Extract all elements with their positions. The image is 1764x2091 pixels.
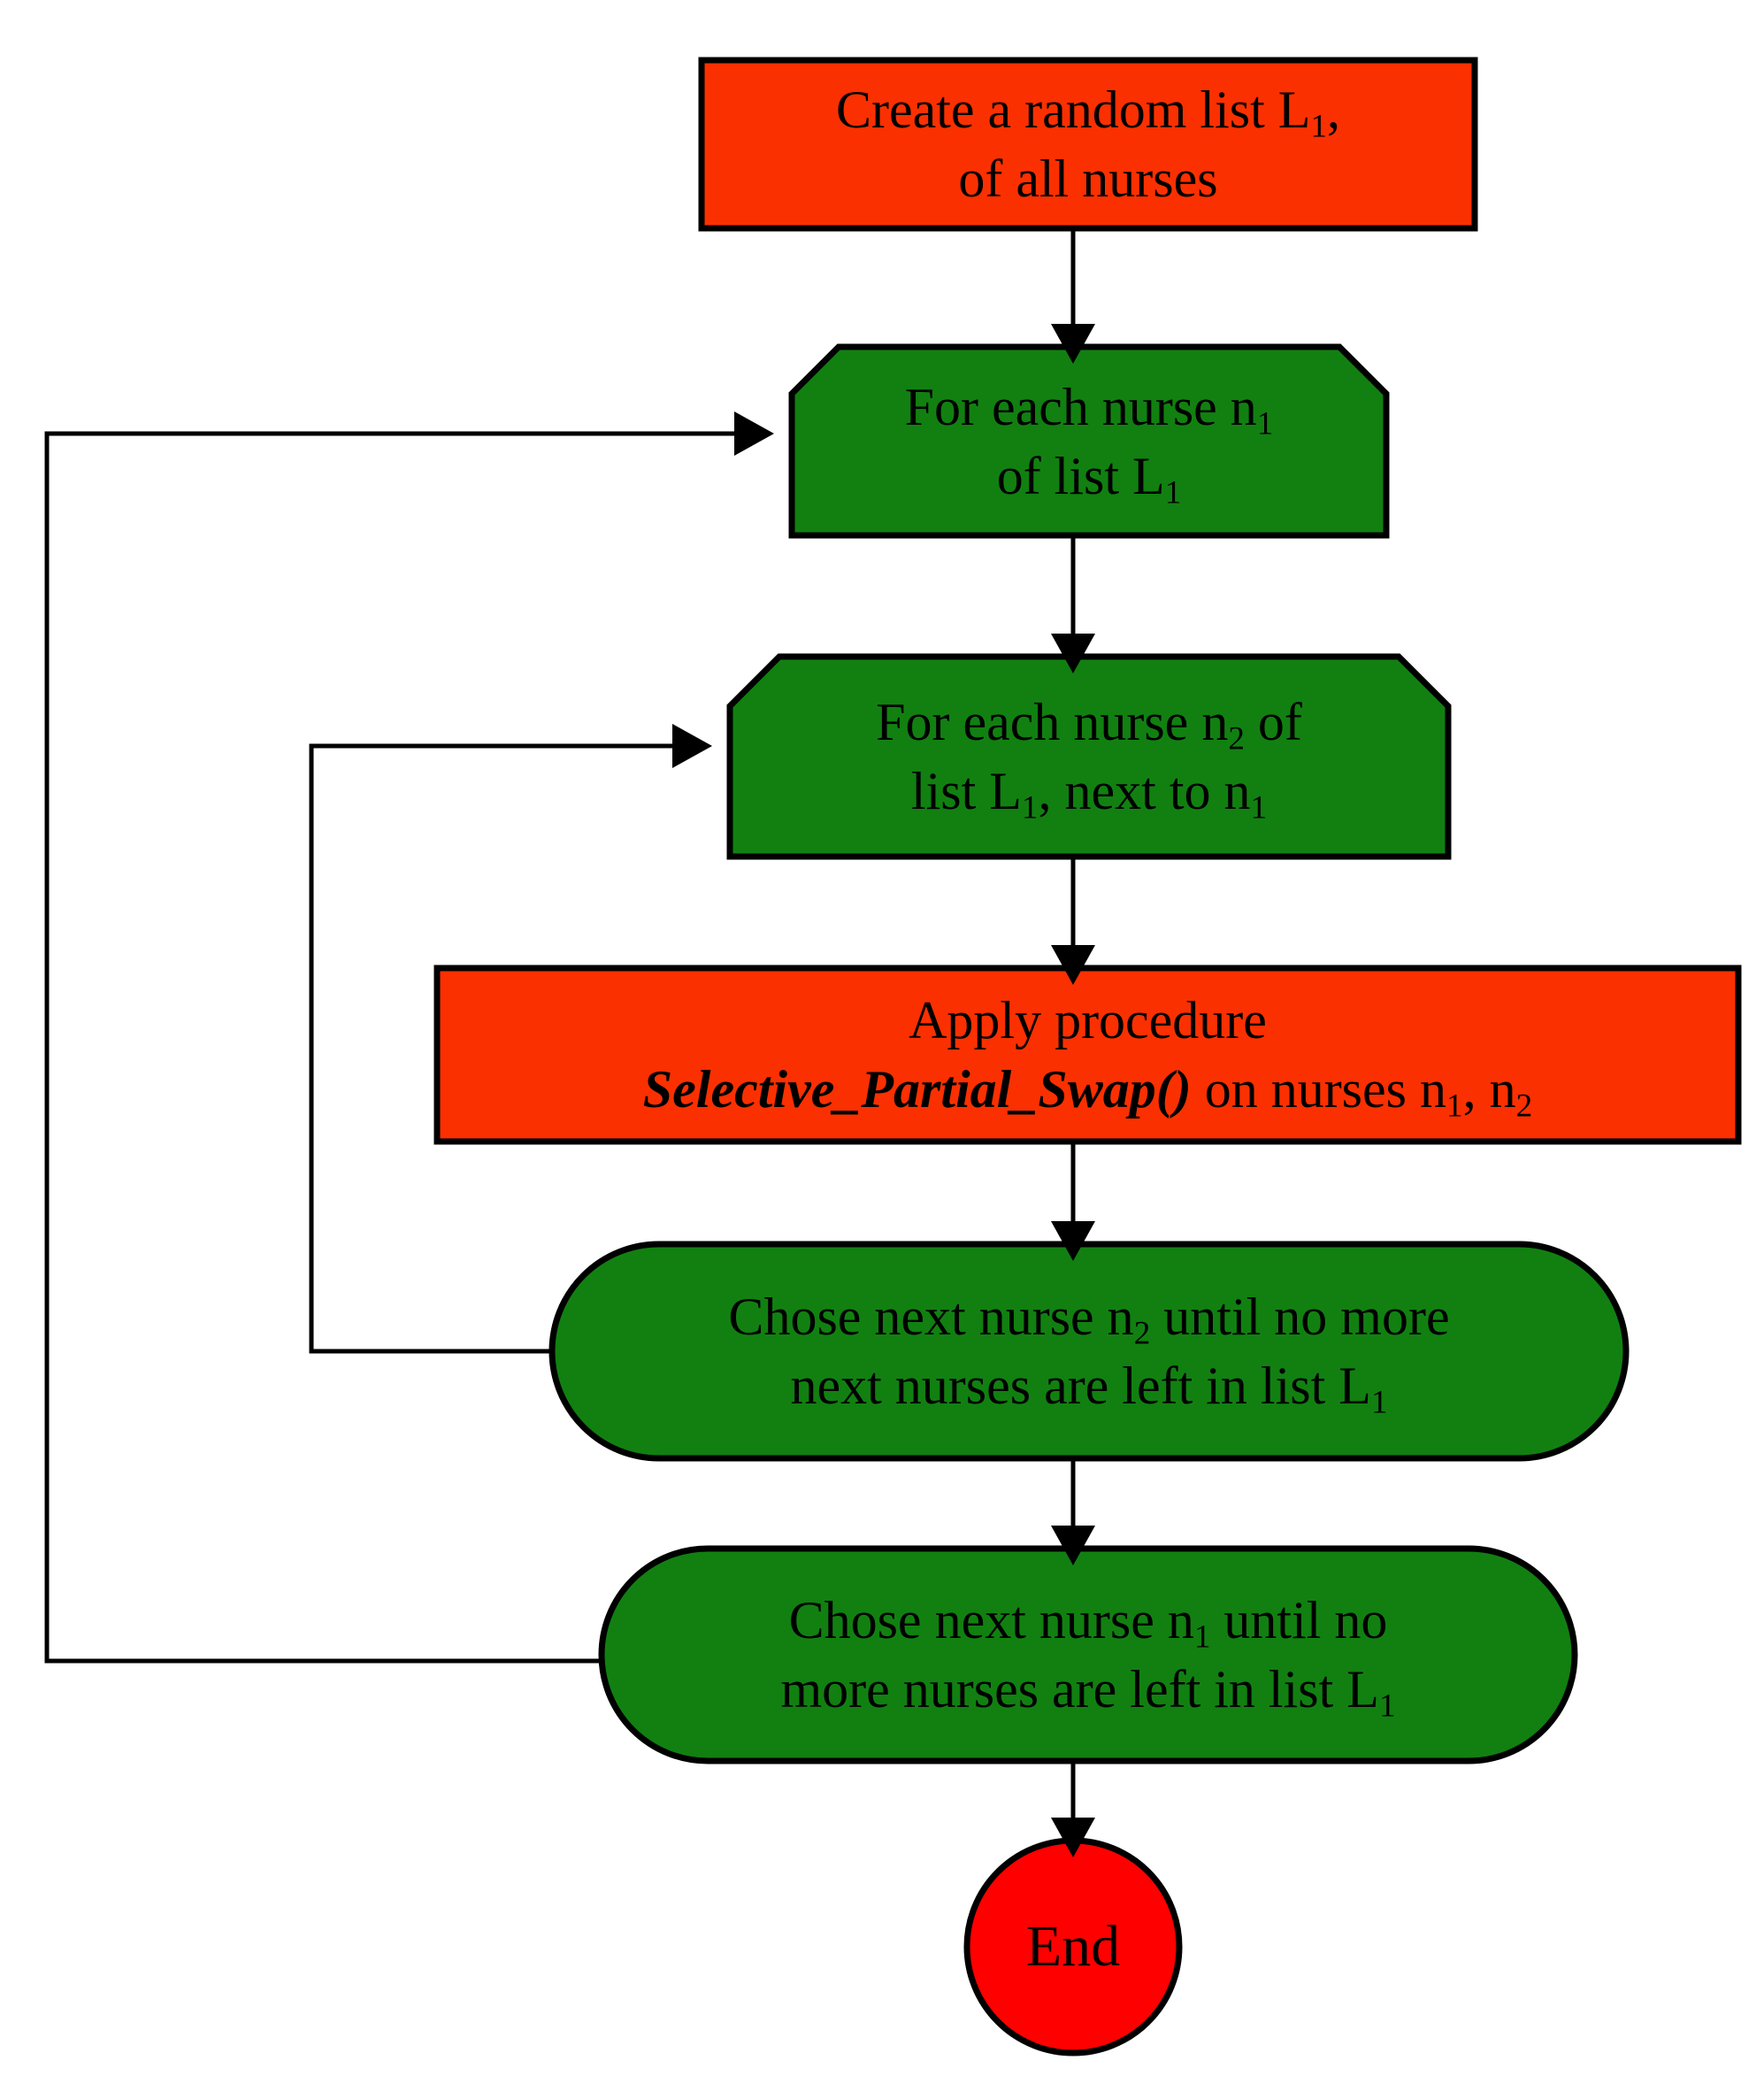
node-shape-create <box>698 57 1478 232</box>
node-shape-end <box>963 1837 1183 2056</box>
node-shape-foreach-n2 <box>726 653 1452 860</box>
edge-feedback-outer-next-n1-to-foreach-n1 <box>44 411 774 1664</box>
edge-feedback-inner-next-n2-to-foreach-n2 <box>309 724 712 1354</box>
node-shape-foreach-n1 <box>788 343 1390 539</box>
node-shape-next-n1 <box>598 1545 1578 1764</box>
node-shape-next-n2 <box>548 1241 1630 1462</box>
node-shape-apply <box>433 965 1742 1145</box>
